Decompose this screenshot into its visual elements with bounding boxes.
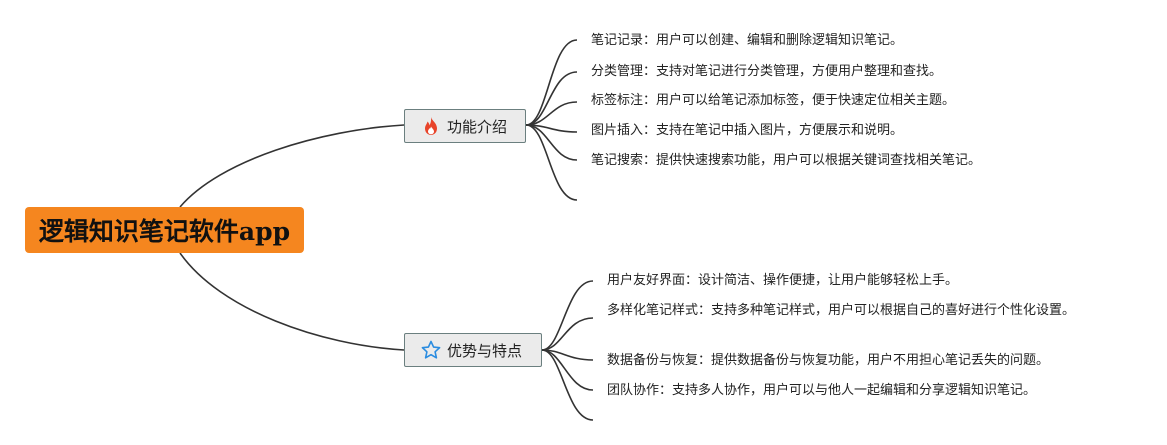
branch-topic-features[interactable]: 功能介绍 — [404, 109, 526, 143]
connector-branch-1-leaf-6 — [525, 124, 578, 201]
leaf-topic-image-insert[interactable]: 图片插入：支持在笔记中插入图片，方便展示和说明。 — [591, 123, 904, 138]
leaf-topic-note-styles[interactable]: 多样化笔记样式：支持多种笔记样式，用户可以根据自己的喜好进行个性化设置。 — [607, 303, 1076, 318]
leaf-topic-note-recording[interactable]: 笔记记录：用户可以创建、编辑和删除逻辑知识笔记。 — [591, 33, 904, 48]
branch-topic-label: 功能介绍 — [447, 117, 508, 136]
leaf-topic-backup-restore[interactable]: 数据备份与恢复：提供数据备份与恢复功能，用户不用担心笔记丢失的问题。 — [607, 353, 1050, 368]
leaf-topic-team-collaboration[interactable]: 团队协作：支持多人协作，用户可以与他人一起编辑和分享逻辑知识笔记。 — [607, 383, 1037, 398]
fire-icon — [421, 116, 441, 136]
connector-branch-2-leaf-2 — [541, 317, 594, 351]
branch-topic-advantages[interactable]: 优势与特点 — [404, 333, 542, 367]
leaf-topic-category-management[interactable]: 分类管理：支持对笔记进行分类管理，方便用户整理和查找。 — [591, 64, 943, 79]
connector-branch-2-leaf-1 — [541, 280, 594, 351]
leaf-topic-note-search[interactable]: 笔记搜索：提供快速搜索功能，用户可以根据关键词查找相关笔记。 — [591, 153, 982, 168]
connector-branch-2-leaf-5 — [541, 349, 594, 421]
connector-root-branch-1 — [179, 124, 405, 208]
connector-branch-1-leaf-2 — [525, 71, 578, 126]
root-topic-label: 逻辑知识笔记软件app — [38, 217, 291, 246]
star-outline-icon — [421, 340, 441, 360]
connector-branch-1-leaf-3 — [525, 101, 578, 126]
branch-topic-label: 优势与特点 — [447, 341, 523, 360]
connector-branch-1-leaf-1 — [525, 39, 578, 126]
root-topic[interactable]: 逻辑知识笔记软件app — [25, 207, 304, 253]
leaf-topic-tag-labeling[interactable]: 标签标注：用户可以给笔记添加标签，便于快速定位相关主题。 — [591, 93, 956, 108]
connector-branch-1-leaf-5 — [525, 124, 578, 161]
leaf-topic-friendly-ui[interactable]: 用户友好界面：设计简洁、操作便捷，让用户能够轻松上手。 — [607, 273, 959, 288]
connector-root-branch-2 — [179, 252, 405, 351]
